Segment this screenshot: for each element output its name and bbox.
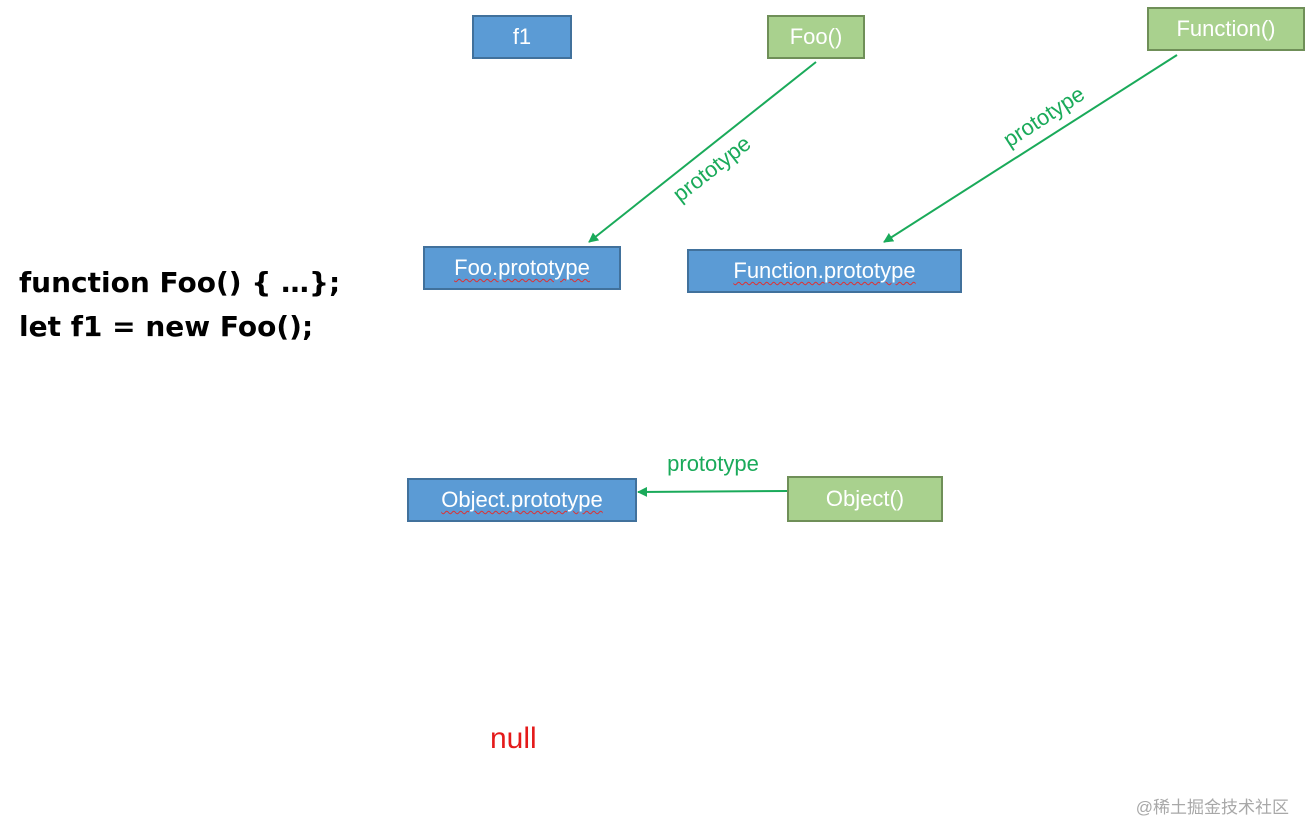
node-f1-label: f1 [512,24,532,49]
node-function-prototype: Function.prototype [687,249,962,293]
node-object-prototype: Object.prototype [407,478,637,522]
null-node: null [490,722,537,755]
node-foo-constructor: Foo() [767,15,865,59]
node-function-prototype-label: Function.prototype [733,258,916,283]
code-line-function-declaration: function Foo() { …}; [19,266,341,299]
node-object-prototype-label: Object.prototype [441,487,603,512]
edge-object-to-object-prototype [637,486,789,497]
node-f1: f1 [472,15,572,59]
edge-label-object-prototype: prototype [667,451,759,476]
edge-foo-to-foo-prototype [588,61,817,243]
node-object-label: Object() [825,486,905,511]
watermark: @稀土掘金技术社区 [1135,798,1289,817]
edge-function-to-function-prototype [883,54,1178,243]
node-function-constructor: Function() [1147,7,1305,51]
node-object-constructor: Object() [787,476,943,522]
code-line-instance-creation: let f1 = new Foo(); [19,310,314,343]
node-foo-label: Foo() [789,24,843,49]
node-function-label: Function() [1176,16,1276,41]
node-foo-prototype-label: Foo.prototype [454,255,590,280]
node-foo-prototype: Foo.prototype [423,246,621,290]
